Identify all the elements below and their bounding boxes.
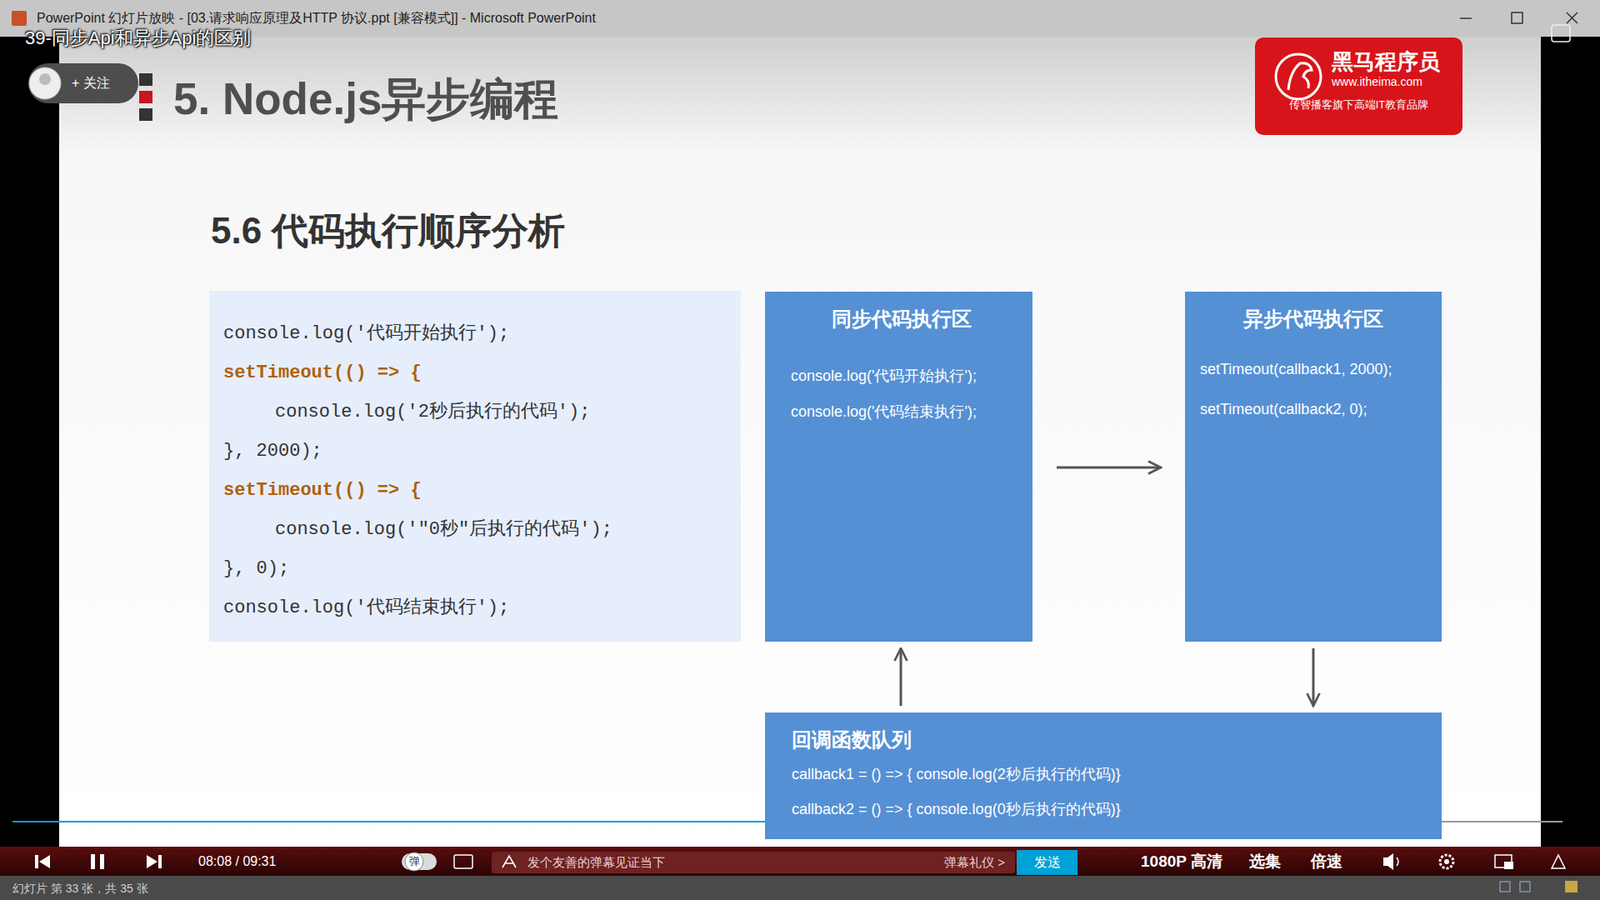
box-heading: 回调函数队列 xyxy=(791,727,1425,752)
danmaku-settings-icon xyxy=(454,855,473,869)
code-line: console.log('"0秒"后执行的代码'); xyxy=(223,510,727,550)
danmaku-toggle xyxy=(401,853,437,870)
settings-icon xyxy=(1444,859,1450,865)
flow-arrow xyxy=(900,648,903,706)
next-icon xyxy=(158,855,162,869)
player-bar xyxy=(0,846,1600,876)
slide-ground xyxy=(59,0,1541,847)
box-heading: 异步代码执行区 xyxy=(1200,306,1427,331)
async-area-box: 异步代码执行区 setTimeout(callback1, 2000);setTi… xyxy=(1185,291,1442,642)
horse-logo xyxy=(1275,54,1321,100)
episodes-button: 选集 xyxy=(1249,852,1281,872)
volume-icon xyxy=(1396,857,1399,866)
status-bar xyxy=(0,875,1600,900)
toggle-label: 弹 xyxy=(409,855,420,869)
next-icon xyxy=(146,855,158,869)
code-line: console.log('代码结束执行'); xyxy=(223,588,727,628)
quality-button: 1080P 高清 xyxy=(1140,852,1223,872)
video-title: 39-同步Api和异步Api的区别 xyxy=(25,27,251,50)
horse-logo xyxy=(1288,63,1312,90)
pip-icon xyxy=(1504,861,1514,870)
speed-button: 倍速 xyxy=(1310,852,1343,872)
time-display: 08:08 / 09:31 xyxy=(198,853,276,870)
prev-icon xyxy=(35,855,39,869)
box-heading: 同步代码执行区 xyxy=(790,306,1013,331)
box-line: setTimeout(callback1, 2000); xyxy=(1200,349,1427,390)
box-line: setTimeout(callback2, 0); xyxy=(1200,389,1427,430)
send-button: 发送 xyxy=(1016,850,1078,875)
view-icon xyxy=(1520,881,1530,892)
text-style-icon xyxy=(502,855,516,868)
app-icon xyxy=(11,10,27,26)
logo-badge: 黑马程序员www.itheima.com 传智播客旗下高端IT教育品牌 xyxy=(1255,37,1463,135)
logo-url: www.itheima.com xyxy=(1263,74,1455,90)
slide-counter: 幻灯片 第 33 张，共 35 张 xyxy=(12,881,149,896)
avatar-icon xyxy=(39,73,51,85)
close-icon xyxy=(1566,12,1578,24)
volume-icon xyxy=(1383,853,1394,870)
avatar-icon xyxy=(29,67,61,100)
code-line: }, 2000); xyxy=(223,431,727,471)
minimize-icon xyxy=(1460,17,1472,20)
title-bullet xyxy=(139,73,153,86)
box-line: callback1 = () => { console.log(2秒后执行的代码… xyxy=(791,756,1425,792)
code-line: setTimeout(() => { xyxy=(223,353,727,393)
box-line: console.log('代码结束执行'); xyxy=(790,394,1013,430)
code-line: console.log('代码开始执行'); xyxy=(223,314,727,354)
box-line: callback2 = () => { console.log(0秒后执行的代码… xyxy=(791,791,1425,827)
callback-queue-box: 回调函数队列 callback1 = () => { console.log(2秒… xyxy=(765,712,1442,840)
code-line: console.log('2秒后执行的代码'); xyxy=(223,392,727,432)
link-text: 弹幕礼仪 > xyxy=(944,855,1005,870)
settings-icon xyxy=(1440,855,1454,869)
section-heading: 5.6 代码执行顺序分析 xyxy=(210,209,565,254)
slide-title: 5. Node.js异步编程 xyxy=(173,72,559,126)
flow-arrow xyxy=(1312,648,1315,706)
title-bullet xyxy=(139,108,153,121)
follow-button: + 关注 xyxy=(28,63,139,104)
danmaku-toggle-knob xyxy=(405,852,424,871)
code-line: }, 0); xyxy=(223,549,727,589)
logo-name: 黑马程序员 xyxy=(1263,49,1455,75)
maximize-icon xyxy=(1511,12,1523,24)
pause-icon xyxy=(90,854,95,870)
code-line: setTimeout(() => { xyxy=(223,470,727,510)
flow-arrow xyxy=(1056,466,1161,470)
pause-icon xyxy=(100,854,105,870)
button-text: + 关注 xyxy=(71,75,110,91)
fullscreen-icon xyxy=(1551,855,1565,869)
box-line: console.log('代码开始执行'); xyxy=(790,358,1013,395)
button-text: 发送 xyxy=(1034,854,1061,870)
danmaku-input: 发个友善的弹幕见证当下 弹幕礼仪 > xyxy=(491,851,1015,874)
code-box: console.log('代码开始执行');setTimeout(() => {… xyxy=(209,290,741,642)
title-bullet xyxy=(139,90,153,104)
window-title: PowerPoint 幻灯片放映 - [03.请求响应原理及HTTP 协议.pp… xyxy=(36,10,596,26)
placeholder-text: 发个友善的弹幕见证当下 xyxy=(527,855,665,870)
view-icon xyxy=(1500,881,1510,892)
logo-slogan: 传智播客旗下高端IT教育品牌 xyxy=(1263,97,1455,113)
view-icon xyxy=(1565,880,1578,893)
help-icon xyxy=(1551,25,1570,42)
sync-area-box: 同步代码执行区 console.log('代码开始执行');console.log… xyxy=(765,291,1033,642)
prev-icon xyxy=(39,855,50,869)
